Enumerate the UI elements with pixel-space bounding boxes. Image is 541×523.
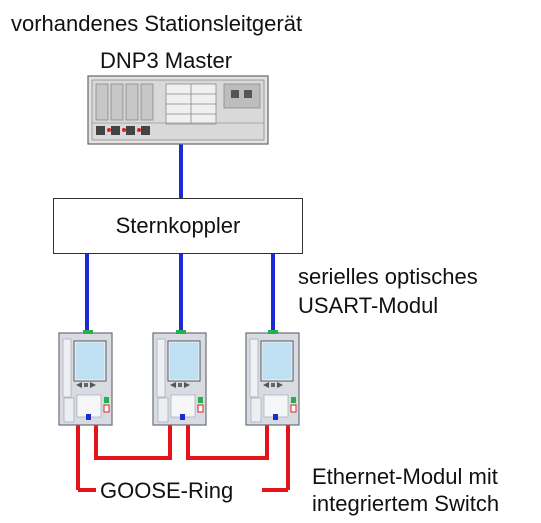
- protection-device-2: [152, 330, 207, 426]
- ethernet-module-line2: integriertem Switch: [312, 491, 500, 516]
- sternkoppler-label: Sternkoppler: [115, 213, 241, 238]
- protection-device-1: [58, 330, 113, 426]
- serial-module-line1: serielles optisches: [298, 264, 478, 289]
- title-label: vorhandenes Stationsleitgerät: [11, 11, 303, 36]
- dnp3-master-device: [87, 75, 269, 145]
- goose-ring-label: GOOSE-Ring: [100, 478, 234, 503]
- protection-device-3: [245, 330, 300, 426]
- master-label: DNP3 Master: [100, 48, 233, 73]
- serial-module-line2: USART-Modul: [298, 293, 439, 318]
- ethernet-module-line1: Ethernet-Modul mit: [312, 464, 498, 489]
- sternkoppler-box: Sternkoppler: [53, 198, 303, 254]
- goose-ring: [76, 425, 290, 492]
